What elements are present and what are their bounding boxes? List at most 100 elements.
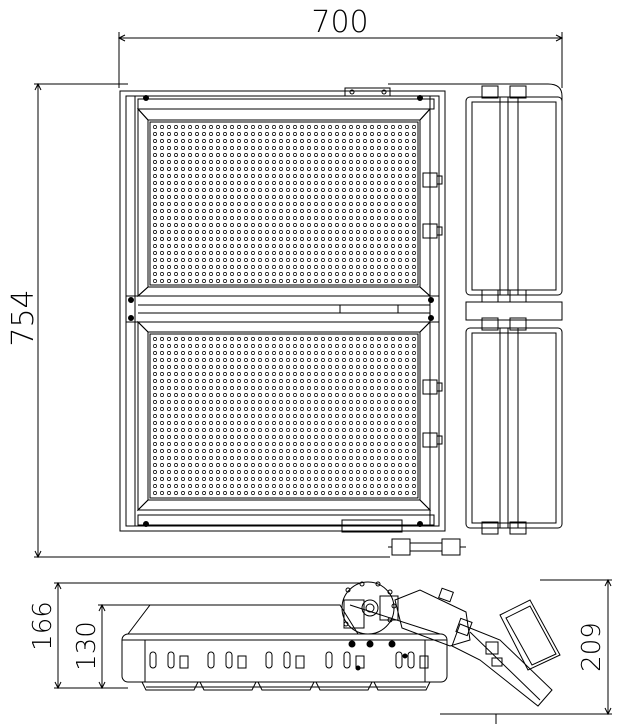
led-dot: [251, 337, 255, 341]
led-dot: [412, 400, 416, 404]
led-dot: [377, 421, 381, 425]
led-dot: [153, 230, 157, 234]
led-dot: [244, 428, 248, 432]
led-dot: [272, 209, 276, 213]
led-dot: [314, 407, 318, 411]
led-dot: [230, 272, 234, 276]
led-dot: [321, 223, 325, 227]
led-dot: [335, 153, 339, 157]
led-dot: [244, 414, 248, 418]
led-dot: [181, 491, 185, 495]
led-dot: [237, 358, 241, 362]
led-dot: [356, 365, 360, 369]
led-dot: [230, 265, 234, 269]
led-dot: [202, 414, 206, 418]
led-dot: [279, 365, 283, 369]
led-dot: [412, 491, 416, 495]
led-dot: [398, 456, 402, 460]
led-dot: [293, 428, 297, 432]
led-dot: [265, 393, 269, 397]
led-dot: [370, 251, 374, 255]
led-dot: [258, 491, 262, 495]
led-dot: [314, 244, 318, 248]
led-dot: [398, 491, 402, 495]
led-dot: [314, 400, 318, 404]
led-dot: [258, 484, 262, 488]
led-dot: [244, 272, 248, 276]
led-dot: [370, 209, 374, 213]
led-dot: [384, 414, 388, 418]
led-dot: [398, 344, 402, 348]
led-dot: [279, 344, 283, 348]
led-dot: [321, 337, 325, 341]
led-dot: [279, 237, 283, 241]
led-dot: [258, 258, 262, 262]
led-dot: [307, 216, 311, 220]
led-dot: [160, 477, 164, 481]
led-dot: [321, 407, 325, 411]
led-dot: [174, 209, 178, 213]
led-dot: [342, 265, 346, 269]
led-dot: [405, 386, 409, 390]
led-dot: [237, 209, 241, 213]
led-dot: [153, 463, 157, 467]
bottom-connector: [388, 538, 466, 556]
led-dot: [153, 442, 157, 446]
led-dot: [237, 174, 241, 178]
led-dot: [160, 379, 164, 383]
led-dot: [293, 160, 297, 164]
led-dot: [153, 216, 157, 220]
vent-slot: [167, 651, 175, 669]
led-dot: [286, 265, 290, 269]
led-dot: [258, 251, 262, 255]
led-dot: [384, 477, 388, 481]
led-dot: [356, 421, 360, 425]
led-dot: [370, 153, 374, 157]
led-dot: [356, 216, 360, 220]
led-dot: [314, 174, 318, 178]
led-dot: [174, 125, 178, 129]
led-dot: [342, 470, 346, 474]
led-dot: [377, 337, 381, 341]
led-dot: [328, 449, 332, 453]
led-dot: [195, 244, 199, 248]
led-dot: [216, 125, 220, 129]
vent-slot: [283, 651, 291, 669]
led-dot: [223, 477, 227, 481]
led-dot: [377, 372, 381, 376]
led-dot: [188, 160, 192, 164]
led-dot: [244, 244, 248, 248]
led-dot: [356, 202, 360, 206]
led-dot: [181, 477, 185, 481]
led-dot: [349, 237, 353, 241]
led-dot: [342, 386, 346, 390]
lower-led-grid: [153, 337, 416, 495]
led-dot: [384, 181, 388, 185]
led-dot: [160, 407, 164, 411]
led-dot: [356, 195, 360, 199]
mounting-bracket: [341, 581, 399, 635]
led-dot: [293, 237, 297, 241]
led-dot: [377, 435, 381, 439]
led-dot: [342, 449, 346, 453]
led-dot: [209, 470, 213, 474]
led-dot: [377, 484, 381, 488]
led-dot: [251, 279, 255, 283]
led-dot: [202, 251, 206, 255]
led-dot: [251, 237, 255, 241]
led-dot: [258, 125, 262, 129]
led-dot: [237, 160, 241, 164]
led-dot: [384, 237, 388, 241]
led-dot: [307, 279, 311, 283]
side-arm: [394, 587, 561, 707]
led-dot: [286, 258, 290, 262]
led-dot: [335, 209, 339, 213]
led-dot: [223, 258, 227, 262]
led-dot: [328, 237, 332, 241]
led-dot: [153, 125, 157, 129]
led-dot: [349, 223, 353, 227]
led-dot: [202, 470, 206, 474]
side-body: [121, 604, 448, 683]
led-dot: [398, 209, 402, 213]
led-dot: [265, 365, 269, 369]
